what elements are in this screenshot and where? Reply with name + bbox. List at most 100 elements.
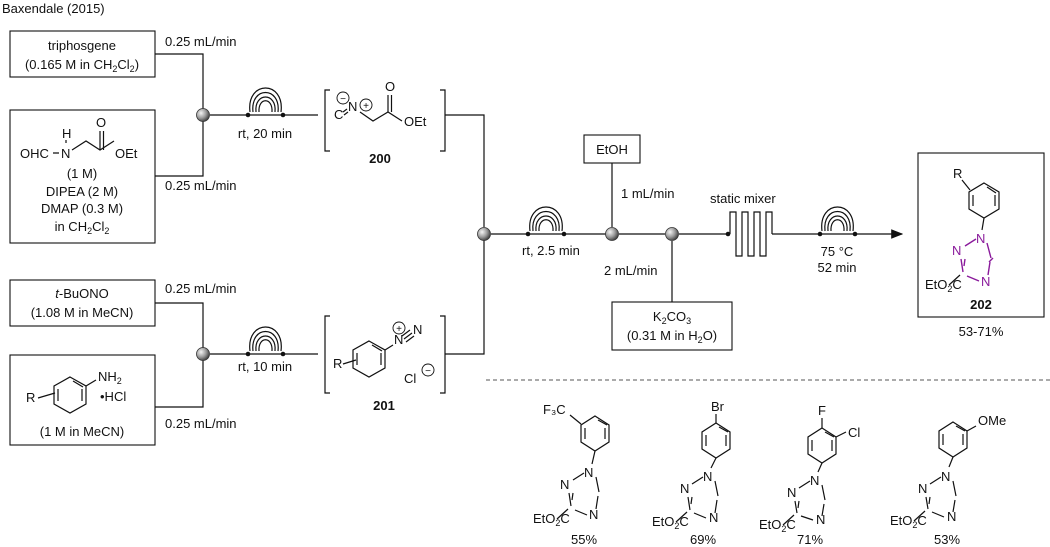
flow-tbuono: 0.25 mL/min <box>165 281 237 296</box>
atom-n: N <box>918 481 927 496</box>
base-concentration: (0.31 M in H2O) <box>627 328 717 345</box>
atom-n2: N <box>952 243 961 258</box>
flow-aniline: 0.25 mL/min <box>165 416 237 431</box>
atom-n: N <box>348 99 357 114</box>
reactor-coil-2 <box>245 326 286 357</box>
coil-2-conditions: rt, 10 min <box>238 359 292 374</box>
atom-h: H <box>62 126 71 141</box>
example-f-cl: F Cl N N N EtO2C 71% <box>759 403 860 547</box>
atom-ester: EtO2C <box>890 513 927 530</box>
substituent: F₃C <box>543 402 566 417</box>
atom-n: N <box>816 512 825 527</box>
atom-n4: N <box>981 274 990 289</box>
atom-r: R <box>26 390 35 405</box>
formamide-dipea: DIPEA (2 M) <box>46 184 118 199</box>
minus-charge: − <box>340 94 346 105</box>
coil-1-conditions: rt, 20 min <box>238 126 292 141</box>
reactor-coil-3 <box>525 206 567 237</box>
flow-base: 2 mL/min <box>604 263 657 278</box>
atom-r: R <box>953 166 962 181</box>
mixer-label: static mixer <box>710 191 776 206</box>
label-200: 200 <box>369 151 391 166</box>
formamide-concentration: (1 M) <box>67 166 97 181</box>
flow-triphosgene: 0.25 mL/min <box>165 34 237 49</box>
reactor-coil-1 <box>245 87 286 118</box>
atom-n: N <box>810 473 819 488</box>
yield: 71% <box>797 532 823 547</box>
example-br: Br N N N EtO2C 69% <box>652 399 731 547</box>
atom-oet: OEt <box>115 146 138 161</box>
yield-range: 53-71% <box>959 324 1004 339</box>
flow-formamide: 0.25 mL/min <box>165 178 237 193</box>
yield: 55% <box>571 532 597 547</box>
base-box <box>611 301 733 351</box>
triphosgene-concentration: (0.165 M in CH2Cl2) <box>25 57 139 74</box>
atom-hcl: •HCl <box>100 389 126 404</box>
atom-ohc: OHC <box>20 146 49 161</box>
coil-4-time: 52 min <box>817 260 856 275</box>
formamide-box: OHC H N O OEt (1 M) DIPEA (2 M) DMAP (0.… <box>9 109 156 244</box>
triphosgene-box: triphosgene (0.165 M in CH2Cl2) <box>9 30 156 78</box>
atom-n: N <box>560 477 569 492</box>
atom-ester: EtO2C <box>533 511 570 528</box>
label-202: 202 <box>970 297 992 312</box>
atom-o: O <box>96 115 106 130</box>
atom-ester: EtO2C <box>652 514 689 531</box>
formamide-dmap: DMAP (0.3 M) <box>41 201 123 216</box>
atom-n1: N <box>976 231 985 246</box>
formamide-solvent: in CH2Cl2 <box>55 219 110 236</box>
tbuono-concentration: (1.08 M in MeCN) <box>31 305 134 320</box>
intermediate-201: R N N + Cl − 201 <box>324 315 446 413</box>
tbuono-box: t-BuONO (1.08 M in MeCN) <box>9 279 156 327</box>
example-ome: OMe N N N EtO2C 53% <box>890 413 1006 547</box>
atom-o: O <box>385 79 395 94</box>
atom-n: N <box>941 469 950 484</box>
atom-n: N <box>947 509 956 524</box>
yield: 53% <box>934 532 960 547</box>
flow-ethanol: 1 mL/min <box>621 186 674 201</box>
atom-n: N <box>589 507 598 522</box>
atom-n: N <box>709 510 718 525</box>
example-cf3: F₃C N N N EtO2C 55% <box>533 402 610 547</box>
substituent: Br <box>711 399 725 414</box>
base-name: K2CO3 <box>653 309 691 326</box>
plus-charge: + <box>396 324 402 335</box>
atom-nh2: NH2 <box>98 369 122 386</box>
substituent-f: F <box>818 403 826 418</box>
atom-ester: EtO2C <box>759 517 796 534</box>
atom-ester: EtO2C <box>925 277 962 294</box>
plus-charge: + <box>363 101 369 112</box>
atom-n: N <box>703 469 712 484</box>
atom-cl: Cl <box>404 371 416 386</box>
t-mixer-2 <box>196 347 210 361</box>
yield: 69% <box>690 532 716 547</box>
ethanol-name: EtOH <box>596 142 628 157</box>
product-202: R N N N EtO2C 202 <box>917 152 1045 318</box>
t-mixer-4 <box>605 227 619 241</box>
atom-n: N <box>584 465 593 480</box>
atom-n: N <box>680 481 689 496</box>
atom-r: R <box>333 356 342 371</box>
minus-charge: − <box>425 366 431 377</box>
substituent: OMe <box>978 413 1006 428</box>
atom-n1: N <box>394 332 403 347</box>
coil-4-temperature: 75 °C <box>821 244 854 259</box>
atom-n: N <box>61 146 70 161</box>
label-201: 201 <box>373 398 395 413</box>
atom-n2: N <box>413 322 422 337</box>
triphosgene-name: triphosgene <box>48 38 116 53</box>
aniline-box: NH2 •HCl R (1 M in MeCN) <box>9 354 156 446</box>
reactor-coil-4 <box>817 206 858 237</box>
aniline-concentration: (1 M in MeCN) <box>40 424 125 439</box>
coil-3-conditions: rt, 2.5 min <box>522 243 580 258</box>
t-mixer-1 <box>196 108 210 122</box>
atom-n: N <box>787 485 796 500</box>
tbuono-name: t-BuONO <box>55 286 108 301</box>
t-mixer-3 <box>477 227 491 241</box>
citation: Baxendale (2015) <box>2 1 105 16</box>
atom-c: C <box>334 107 343 122</box>
atom-oet: OEt <box>404 114 427 129</box>
intermediate-200: C N − + O OEt 200 <box>324 79 446 166</box>
